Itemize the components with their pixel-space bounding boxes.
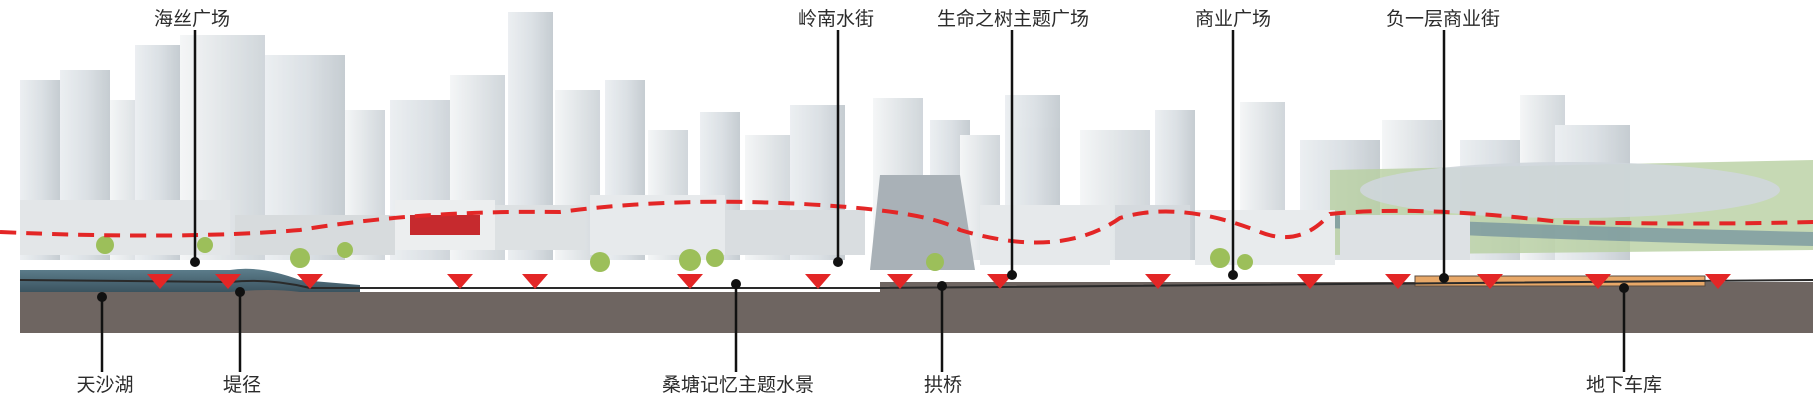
section-marker-triangle — [297, 274, 323, 289]
label-lingnan-water-street: 岭南水街 — [797, 8, 875, 30]
leader-dot — [731, 279, 741, 289]
label-b1-commercial-street: 负一层商业街 — [1385, 8, 1501, 30]
leader-dot — [937, 281, 947, 291]
section-marker-triangle — [1705, 274, 1731, 289]
section-marker-triangle — [522, 274, 548, 289]
label-commercial-plaza: 商业广场 — [1194, 8, 1272, 30]
leader-dot — [1439, 273, 1449, 283]
label-arch-bridge: 拱桥 — [923, 374, 963, 396]
label-causeway: 堤径 — [222, 374, 262, 396]
section-marker-triangle — [447, 274, 473, 289]
leader-dot — [235, 287, 245, 297]
leader-lines — [97, 30, 1629, 372]
leader-dot — [1228, 270, 1238, 280]
section-marker-triangle — [1477, 274, 1503, 289]
section-marker-triangle — [987, 274, 1013, 289]
leader-dot — [97, 292, 107, 302]
section-marker-triangle — [1585, 274, 1611, 289]
section-marker-triangle — [147, 274, 173, 289]
ground-section — [20, 282, 1813, 333]
label-underground-garage: 地下车库 — [1585, 374, 1663, 396]
leader-dot — [190, 257, 200, 267]
label-tree-of-life-plaza: 生命之树主题广场 — [936, 8, 1090, 30]
trees — [96, 236, 1253, 272]
section-marker-triangle — [1385, 274, 1411, 289]
section-marker-triangle — [805, 274, 831, 289]
leader-dot — [833, 257, 843, 267]
leader-dot — [1619, 283, 1629, 293]
section-marker-triangle — [1297, 274, 1323, 289]
section-marker-triangle — [887, 274, 913, 289]
section-markers — [147, 274, 1731, 289]
label-tiansha-lake: 天沙湖 — [76, 374, 134, 396]
section-marker-triangle — [215, 274, 241, 289]
section-marker-triangle — [1145, 274, 1171, 289]
label-haisi-plaza: 海丝广场 — [153, 8, 231, 30]
section-marker-triangle — [677, 274, 703, 289]
label-mulberry-memory-waterscape: 桑塘记忆主题水景 — [661, 374, 815, 396]
skyline-dashed-curve — [0, 199, 1813, 245]
leader-dot — [1007, 270, 1017, 280]
